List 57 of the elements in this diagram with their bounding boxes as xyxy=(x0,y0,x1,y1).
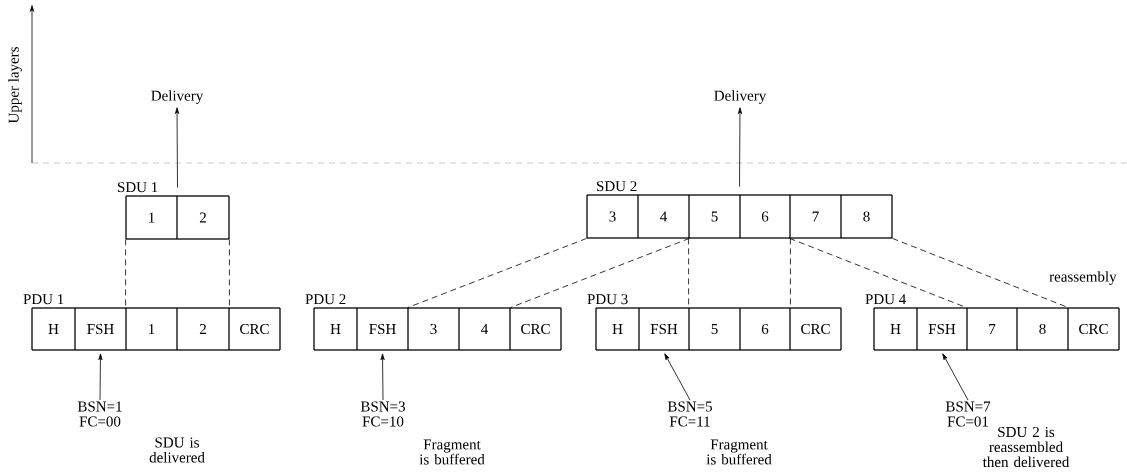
note: SDU is delivered xyxy=(149,437,205,463)
cell: 2 xyxy=(176,307,230,351)
cell: CRC xyxy=(789,307,842,351)
cell: 2 xyxy=(176,195,230,240)
note: Fragment is buffered xyxy=(419,439,485,465)
cell: H xyxy=(313,307,358,351)
cell: CRC xyxy=(228,307,281,351)
node-label: PDU 4 xyxy=(865,294,907,305)
field-values: BSN=3 FC=10 xyxy=(360,401,405,427)
axis-label: Upper layers xyxy=(8,47,22,124)
cell: 8 xyxy=(840,194,893,239)
cell: FSH xyxy=(356,307,409,351)
cell: 1 xyxy=(125,195,178,240)
note: SDU 2 is reassembled then delivered xyxy=(982,426,1070,468)
field-values: BSN=1 FC=00 xyxy=(77,401,122,427)
cell: FSH xyxy=(638,307,690,351)
delivery-label: Delivery xyxy=(151,90,204,104)
cell: 1 xyxy=(125,307,178,351)
node-label: PDU 1 xyxy=(23,294,64,305)
node-label: SDU 2 xyxy=(597,181,637,192)
mapping-line xyxy=(125,239,126,308)
arrow xyxy=(380,353,385,401)
field-values: BSN=5 FC=11 xyxy=(667,401,712,427)
cell: FSH xyxy=(916,307,968,351)
cell: 5 xyxy=(688,307,741,351)
mapping-line xyxy=(407,238,587,308)
delivery-label: Delivery xyxy=(714,90,767,104)
cell: CRC xyxy=(509,307,562,351)
arrow xyxy=(942,353,969,401)
arrow xyxy=(98,353,103,401)
cell: H xyxy=(595,307,640,351)
cell: 5 xyxy=(688,194,741,239)
mapping-line xyxy=(789,238,967,308)
cell: H xyxy=(31,307,76,351)
note: reassembly xyxy=(1049,271,1117,285)
cell: 6 xyxy=(739,307,791,351)
cell: CRC xyxy=(1067,307,1120,351)
node-label: SDU 1 xyxy=(118,182,158,193)
mapping-line xyxy=(510,238,690,308)
cell: 3 xyxy=(407,307,460,351)
field-values: BSN=7 FC=01 xyxy=(945,401,991,427)
node-label: PDU 3 xyxy=(587,294,628,305)
cell: 7 xyxy=(789,194,842,239)
cell: 7 xyxy=(966,307,1018,351)
node-label: PDU 2 xyxy=(305,294,346,305)
arrow xyxy=(175,107,180,188)
cell: 6 xyxy=(739,194,791,239)
mapping-line xyxy=(229,239,230,308)
cell: 4 xyxy=(637,194,690,239)
note: Fragment is buffered xyxy=(706,439,772,465)
cell: 4 xyxy=(458,307,511,351)
cell: H xyxy=(873,307,918,351)
cell: 3 xyxy=(586,194,639,239)
cell: FSH xyxy=(74,307,127,351)
cell: 8 xyxy=(1016,307,1069,351)
arrow xyxy=(664,353,691,401)
arrow xyxy=(737,107,742,187)
